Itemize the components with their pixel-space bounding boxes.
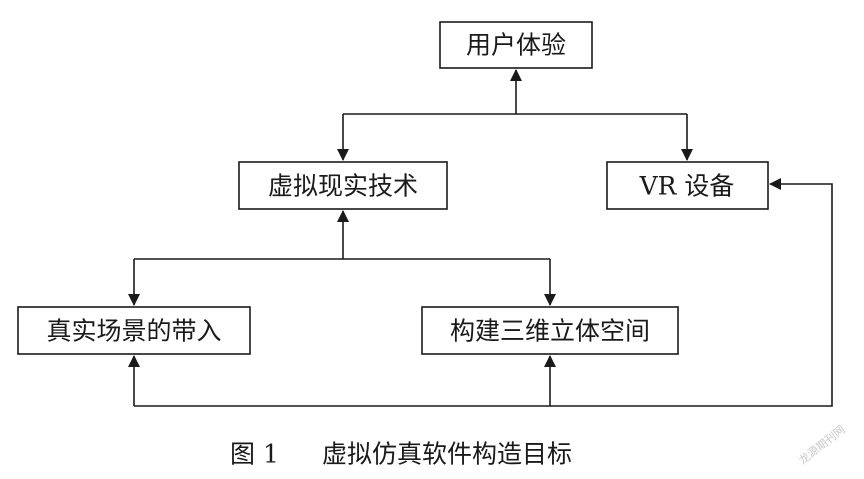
node-vr-device-label: VR 设备	[639, 172, 735, 201]
node-user-experience: 用户体验	[439, 21, 593, 69]
node-vr-device: VR 设备	[606, 161, 769, 210]
node-stereo-space: 构建三维立体空间	[421, 306, 679, 355]
watermark: 龙源期刊网	[796, 422, 848, 467]
edge-loop-to-vr-device	[134, 178, 833, 407]
node-real-scene-label: 真实场景的带入	[46, 317, 221, 346]
figure-number: 图 1	[230, 440, 279, 469]
node-stereo-space-label: 构建三维立体空间	[450, 317, 650, 346]
diagram-edges	[128, 69, 833, 407]
figure-caption: 图 1 虚拟仿真软件构造目标	[230, 440, 572, 469]
node-real-scene: 真实场景的带入	[17, 306, 251, 355]
figure-title: 虚拟仿真软件构造目标	[322, 440, 572, 469]
node-vr-technology: 虚拟现实技术	[238, 161, 448, 210]
node-user-experience-label: 用户体验	[466, 31, 566, 60]
node-vr-technology-label: 虚拟现实技术	[268, 172, 418, 201]
